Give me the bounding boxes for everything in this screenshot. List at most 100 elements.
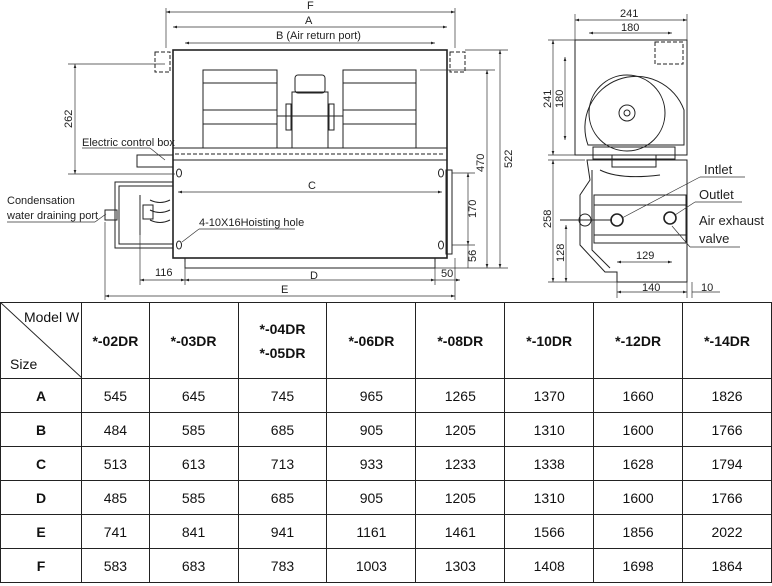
column-header: *-08DR [415,302,506,379]
right-fan-icon [342,69,417,149]
table-cell: 905 [326,480,417,515]
row-label: F [0,548,83,583]
column-header-text: *-08DR [437,332,484,349]
coil-section [560,159,688,283]
column-header-text: *-05DR [259,344,306,361]
dim-label-180-top: 180 [621,22,639,34]
table-cell: 485 [81,480,150,515]
dim-label-A: A [305,15,313,27]
dim-label-E: E [281,284,288,296]
dim-label-180-side: 180 [554,90,566,108]
table-cell: 1265 [415,378,506,413]
table-cell: 1856 [593,514,684,549]
table-cell: 1628 [593,446,684,481]
table-cell: 645 [148,378,239,413]
motor-icon [277,74,343,149]
table-cell: 1461 [415,514,506,549]
column-header: *-12DR [593,302,684,379]
row-label: A [0,378,83,413]
outlet-label: Outlet [699,187,734,202]
table-cell: 1310 [504,412,595,447]
side-view: 241 180 241 180 258 128 129 140 10 Intle… [542,8,764,298]
dim-label-116: 116 [155,267,173,279]
column-header: *-03DR [148,302,239,379]
table-cell: 1794 [682,446,772,481]
table-cell: 1370 [504,378,595,413]
column-header-text: *-10DR [526,332,573,349]
column-header: *-06DR [326,302,417,379]
dim-label-470: 470 [475,154,487,172]
table-cell: 741 [81,514,150,549]
right-side-panel [445,169,453,255]
table-cell: 713 [237,446,328,481]
column-header: *-04DR *-05DR [237,302,328,379]
condensation-label-line2: water draining port [6,210,98,222]
table-cell: 685 [237,480,328,515]
dim-label-56: 56 [467,250,479,262]
row-label: C [0,446,83,481]
column-header: *-02DR [81,302,150,379]
condensation-label-line1: Condensation [7,195,75,207]
table-cell: 1003 [326,548,417,583]
table-cell: 745 [237,378,328,413]
dim-label-F: F [307,0,314,12]
table-cell: 1826 [682,378,772,413]
column-header-text: *-03DR [170,332,217,349]
dim-label-B: B (Air return port) [276,30,361,42]
air-exhaust-label-line1: Air exhaust [699,213,764,228]
column-header: *-14DR [682,302,772,379]
dim-label-522: 522 [503,150,515,168]
table-cell: 513 [81,446,150,481]
table-cell: 1660 [593,378,684,413]
table-cell: 1600 [593,412,684,447]
table-cell: 783 [237,548,328,583]
inlet-label: Intlet [704,162,733,177]
table-cell: 1766 [682,412,772,447]
table-cell: 585 [148,480,239,515]
column-header: *-10DR [504,302,595,379]
table-cell: 1698 [593,548,684,583]
dim-label-241-side: 241 [542,90,554,108]
table-cell: 2022 [682,514,772,549]
hoisting-hole-icons [176,168,444,250]
dim-label-50: 50 [441,268,453,280]
row-label: D [0,480,83,515]
table-cell: 1161 [326,514,417,549]
inlet-pipe-icon [610,213,624,227]
table-cell: 484 [81,412,150,447]
table-cell: 965 [326,378,417,413]
table-cell: 613 [148,446,239,481]
table-cell: 1408 [504,548,595,583]
table-cell: 1310 [504,480,595,515]
dim-label-128: 128 [555,244,567,262]
corner-model-label: Model W [23,309,80,325]
table-cell: 941 [237,514,328,549]
table-cell: 1233 [415,446,506,481]
table-cell: 585 [148,412,239,447]
outlet-pipe-icon [663,211,677,225]
table-cell: 683 [148,548,239,583]
dim-label-258: 258 [542,210,554,228]
corner-size-label: Size [10,356,38,372]
table-cell: 1566 [504,514,595,549]
table-cell: 841 [148,514,239,549]
dim-label-C: C [308,180,316,192]
table-corner-cell: Model W Size [0,302,83,379]
condensation-drain-pan [104,181,174,249]
dim-label-129: 129 [636,250,654,262]
table-cell: 685 [237,412,328,447]
front-view: F A B (Air return port) 262 Electric con… [6,0,515,300]
table-cell: 1864 [682,548,772,583]
table-header-row: Model W Size *-02DR *-03DR *-04DR*-05DR … [0,302,772,379]
table-cell: 583 [81,548,150,583]
column-header-text: *-04DR [259,320,306,337]
column-header-text: *-12DR [615,332,662,349]
column-header-text: *-02DR [92,332,139,349]
